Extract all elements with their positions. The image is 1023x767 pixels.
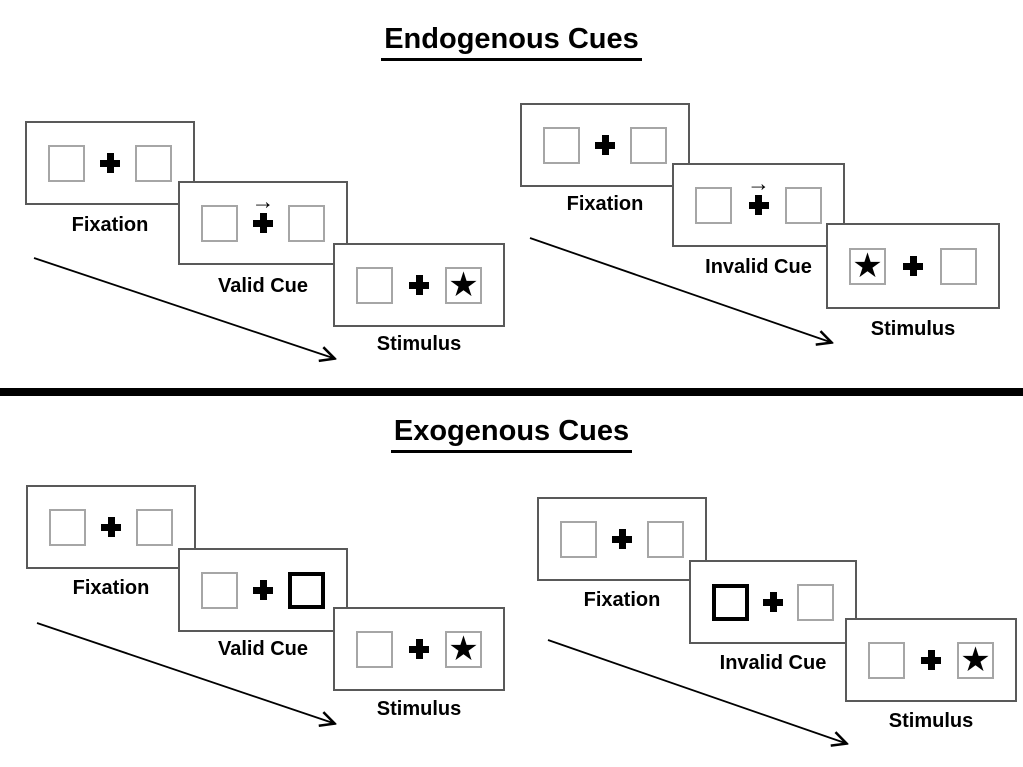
left-placeholder-box: [201, 571, 238, 609]
endogenous-invalid-cue-panel: →: [672, 163, 845, 247]
endogenous-valid-fixation-panel: [25, 121, 195, 205]
exogenous-valid-fixation-panel: [26, 485, 196, 569]
left-placeholder-box: [356, 630, 393, 668]
fixation-cross-icon: →: [747, 172, 770, 215]
plus-shape: [612, 529, 632, 549]
star-icon: ★: [852, 247, 883, 285]
fixation-cross-icon: [921, 650, 941, 670]
endogenous-valid-stimulus-panel: ★: [333, 243, 505, 327]
timeline-arrow: [529, 237, 839, 352]
star-box: ★: [957, 641, 994, 679]
right-placeholder-box: [785, 186, 822, 224]
timeline-arrow: [547, 639, 854, 752]
exogenous-invalid-fixation-panel: [537, 497, 707, 581]
left-placeholder-box: [49, 508, 86, 546]
fixation-cross-icon: [595, 135, 615, 155]
right-placeholder-box: [647, 520, 684, 558]
exogenous-valid-cue-panel: [178, 548, 348, 632]
left-placeholder-box: [695, 186, 732, 224]
right-placeholder-box: [940, 247, 977, 285]
stimulus-label: Stimulus: [870, 318, 956, 340]
plus-shape: [100, 153, 120, 173]
timeline-arrow: [33, 257, 343, 368]
plus-shape: [903, 256, 923, 276]
star-icon: ★: [448, 266, 479, 304]
plus-shape: [409, 275, 429, 295]
fixation-cross-icon: [253, 580, 273, 600]
fixation-cross-icon: [409, 275, 429, 295]
star-icon: ★: [960, 641, 991, 679]
star-box: ★: [445, 630, 482, 668]
left-placeholder-box: [543, 126, 580, 164]
valid-cue-label: Valid Cue: [217, 638, 309, 660]
plus-shape: [253, 580, 273, 600]
fixation-cross-icon: [409, 639, 429, 659]
valid-cue-label: Valid Cue: [217, 275, 309, 297]
right-placeholder-box: [288, 204, 325, 242]
exogenous-invalid-cue-panel: [689, 560, 857, 644]
left-placeholder-box: [868, 641, 905, 679]
right-arrow-cue-icon: →: [747, 170, 770, 196]
right-placeholder-box: [135, 144, 172, 182]
fixation-cross-icon: [101, 517, 121, 537]
plus-shape: [763, 592, 783, 612]
exogenous-valid-stimulus-panel: ★: [333, 607, 505, 691]
stimulus-label: Stimulus: [888, 710, 974, 732]
invalid-cue-label: Invalid Cue: [719, 652, 827, 674]
section-divider: [0, 388, 1023, 396]
fixation-label: Fixation: [583, 589, 661, 611]
fixation-cross-icon: →: [252, 190, 275, 233]
left-placeholder-box: [560, 520, 597, 558]
exogenous-invalid-stimulus-panel: ★: [845, 618, 1017, 702]
highlighted-box: [712, 583, 749, 621]
fixation-cross-icon: [612, 529, 632, 549]
endogenous-invalid-fixation-panel: [520, 103, 690, 187]
star-box: ★: [849, 247, 886, 285]
fixation-cross-icon: [763, 592, 783, 612]
plus-shape: [595, 135, 615, 155]
timeline-arrow: [36, 622, 345, 733]
plus-shape: [409, 639, 429, 659]
stimulus-label: Stimulus: [376, 333, 462, 355]
star-icon: ★: [448, 630, 479, 668]
fixation-label: Fixation: [72, 577, 150, 599]
plus-shape: [101, 517, 121, 537]
right-placeholder-box: [136, 508, 173, 546]
stimulus-label: Stimulus: [376, 698, 462, 720]
endogenous-invalid-stimulus-panel: ★: [826, 223, 1000, 309]
endogenous-title-text: Endogenous Cues: [381, 23, 642, 61]
plus-shape: [253, 213, 273, 233]
left-placeholder-box: [201, 204, 238, 242]
right-placeholder-box: [797, 583, 834, 621]
left-placeholder-box: [48, 144, 85, 182]
left-placeholder-box: [356, 266, 393, 304]
fixation-cross-icon: [100, 153, 120, 173]
right-arrow-cue-icon: →: [251, 188, 275, 214]
plus-shape: [748, 195, 769, 215]
exogenous-title-text: Exogenous Cues: [390, 415, 633, 453]
right-placeholder-box: [630, 126, 667, 164]
plus-shape: [921, 650, 941, 670]
highlighted-box: [288, 571, 325, 609]
fixation-label: Fixation: [71, 214, 149, 236]
fixation-cross-icon: [903, 256, 923, 276]
fixation-label: Fixation: [566, 193, 644, 215]
endogenous-section-title: Endogenous Cues: [0, 23, 1023, 61]
invalid-cue-label: Invalid Cue: [705, 256, 812, 278]
endogenous-valid-cue-panel: →: [178, 181, 348, 265]
star-box: ★: [445, 266, 482, 304]
exogenous-section-title: Exogenous Cues: [0, 415, 1023, 453]
